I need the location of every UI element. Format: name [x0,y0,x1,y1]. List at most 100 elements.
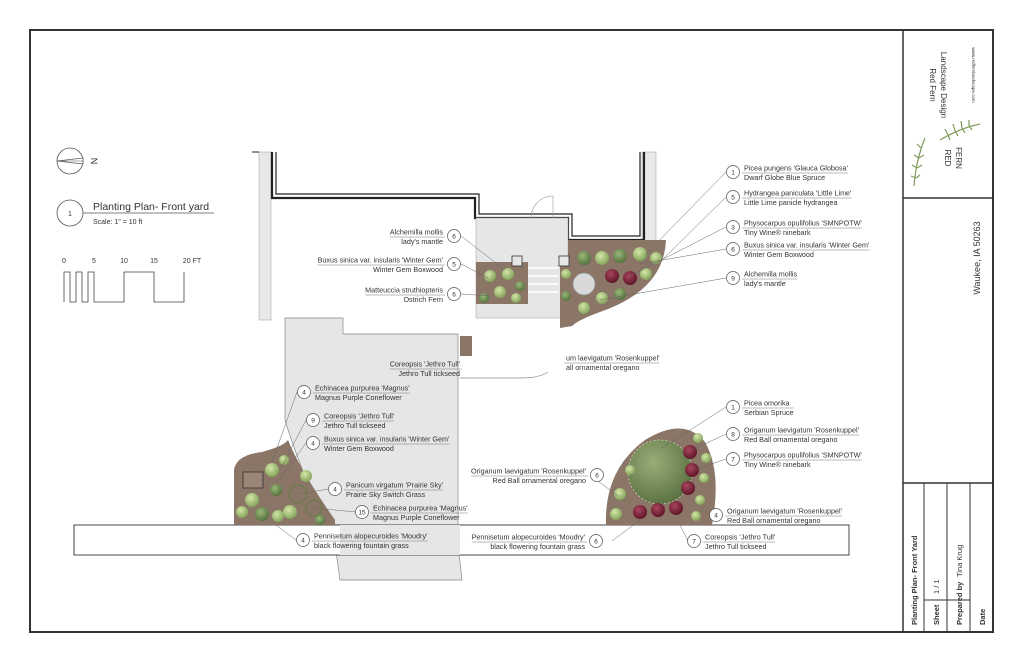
callout-botanical-name: Buxus sinica var. insularis 'Winter Gem' [744,241,870,250]
callout-botanical-name: Echinacea purpurea 'Magnus' [373,504,468,513]
logo-website: www.redfernlandscape.com [971,47,976,103]
callout-count: 1 [731,169,735,176]
callout-common-name: Jethro Tull tickseed [398,369,460,378]
callout-count: 1 [731,404,735,411]
plant-callout: 6 Buxus sinica var. insularis 'Winter Gem… [726,241,870,259]
callout-common-name: Ostrich Fern [403,295,443,304]
callout-common-name: Prairie Sky Switch Grass [346,490,425,499]
callout-count-circle [355,505,369,519]
logo-company: Red Fern [928,68,937,101]
callout-botanical-name: Hydrangea paniculata 'Little Lime' [744,189,852,198]
callout-count: 5 [731,194,735,201]
callout-count: 3 [731,224,735,231]
callout-botanical-name: Pennisetum alopecuroides 'Moudry' [472,533,586,542]
plant-callout: 1 Picea pungens 'Glauca Globosa'Dwarf Glo… [726,164,848,182]
callout-common-name: black flowering fountain grass [490,542,585,551]
callout-count-circle [726,427,740,441]
prepared-value: Tina Krug [955,545,964,577]
callout-botanical-name: Physocarpus opulifolius 'SMNPOTW' [744,219,862,228]
callout-common-name: Red Ball ornamental oregano [727,516,821,525]
plant-callout: 7 Physocarpus opulifolius 'SMNPOTW'Tiny W… [726,451,862,469]
callout-count: 9 [731,275,735,282]
callout-common-name: Magnus Purple Coneflower [373,513,460,522]
scale-bar: 0 5 10 15 20 FT [62,258,202,303]
callout-count: 4 [333,486,337,493]
scale-label-20: 20 FT [183,258,202,265]
scale-label-0: 0 [62,258,66,265]
callout-count: 6 [452,291,456,298]
callout-count-circle [726,400,740,414]
callout-count: 7 [731,456,735,463]
callout-botanical-name: Pennisetum alopecuroides 'Moudry' [314,532,428,541]
callout-count-circle [296,533,310,547]
callout-botanical-name: Buxus sinica var. insularis 'Winter Gem' [318,256,444,265]
svg-text:N: N [89,158,99,165]
callout-botanical-name: Physocarpus opulifolius 'SMNPOTW' [744,451,862,460]
callout-count-circle [297,385,311,399]
callout-botanical-name: Alchemilla mollis [390,228,444,237]
site-plan [73,151,850,581]
callout-botanical-name: Picea omorika [744,399,790,408]
callout-labels: 1 Picea pungens 'Glauca Globosa'Dwarf Glo… [296,164,870,551]
plan-scale: Scale: 1" = 10 ft [93,219,142,226]
callout-count-circle [447,257,461,271]
plant-callout: 4 Panicum virgatum 'Prairie Sky'Prairie S… [328,481,444,499]
plant-callout: 5 Hydrangea paniculata 'Little Lime'Littl… [726,189,852,207]
callout-count-circle [726,165,740,179]
callout-common-name: Tiny Wine® ninebark [744,228,811,237]
callout-common-name: Little Lime panicle hydrangea [744,198,838,207]
date-label: Date [978,609,987,625]
callout-count: 6 [452,233,456,240]
callout-common-name: Serbian Spruce [744,408,794,417]
callout-common-name: Red Ball ornamental oregano [493,476,587,485]
scale-label-10: 10 [120,258,128,265]
callout-botanical-name: Picea pungens 'Glauca Globosa' [744,164,848,173]
callout-count-circle [589,534,603,548]
callout-count-circle [709,508,723,522]
callout-count: 6 [731,246,735,253]
callout-botanical-name: Panicum virgatum 'Prairie Sky' [346,481,444,490]
callout-common-name: Jethro Tull tickseed [324,421,386,430]
title-block: Planting Plan- Front Yard Sheet 1 / 1 Pr… [910,483,987,632]
callout-count-circle [306,436,320,450]
callout-botanical-name: Echinacea purpurea 'Magnus' [315,384,410,393]
callout-common-name: all ornamental oregano [566,363,640,372]
fern-icon [910,120,981,187]
prepared-label: Prepared by [955,581,964,625]
callout-botanical-name: Buxus sinica var. insularis 'Winter Gem' [324,435,450,444]
callout-common-name: lady's mantle [744,279,786,288]
callout-common-name: Magnus Purple Coneflower [315,393,402,402]
scale-label-15: 15 [150,258,158,265]
callout-count: 4 [302,389,306,396]
callout-common-name: Dwarf Globe Blue Spruce [744,173,825,182]
callout-count-circle [306,413,320,427]
callout-common-name: Tiny Wine® ninebark [744,460,811,469]
callout-count: 6 [595,472,599,479]
sheet-border [29,29,994,633]
plan-title: Planting Plan- Front yard [93,201,209,213]
callout-count-circle [726,242,740,256]
callout-count-circle [726,220,740,234]
callout-count-circle [687,534,701,548]
logo-mark-fern: FERN [954,147,963,169]
callout-count: 8 [731,431,735,438]
plan-number: 1 [68,211,72,218]
callout-botanical-name: Matteuccia struthiopteris [365,286,443,295]
callout-common-name: black flowering fountain grass [314,541,409,550]
callout-count-circle [726,190,740,204]
callout-count-circle [447,287,461,301]
callout-count-circle [726,271,740,285]
